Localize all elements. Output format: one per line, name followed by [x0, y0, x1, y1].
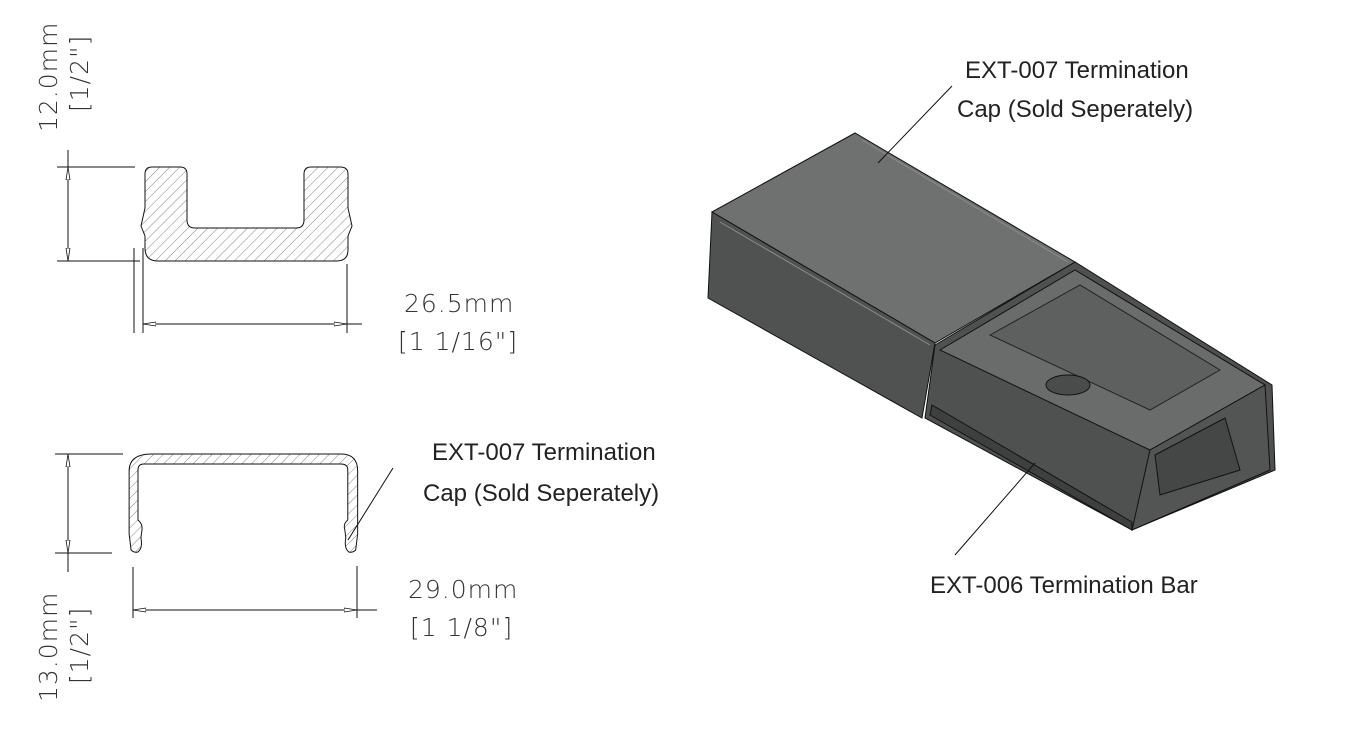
cap-width-dimension	[132, 566, 377, 618]
cap-height-dimension	[55, 453, 123, 572]
cap-profile-callout-line2: Cap (Sold Seperately)	[423, 480, 659, 507]
cap-iso-callout-line1: EXT-007 Termination	[965, 57, 1189, 84]
cap-profile-callout-line1: EXT-007 Termination	[432, 439, 656, 466]
bar-height-dimension	[57, 150, 140, 262]
bar-width-mm: 26.5mm	[404, 289, 514, 318]
bar-iso-leader	[954, 462, 1036, 556]
cap-iso-callout-line2: Cap (Sold Seperately)	[957, 96, 1193, 123]
bar-width-in: [1 1/16"]	[398, 327, 518, 356]
bar-width-dimension	[133, 248, 362, 333]
bar-height-mm: 12.0mm	[34, 22, 63, 132]
cap-width-in: [1 1/8"]	[410, 613, 513, 642]
cap-profile-leader	[347, 467, 394, 541]
cap-iso-leader	[877, 85, 953, 164]
isometric-assembly	[707, 132, 1276, 531]
cap-profile-section	[128, 453, 359, 553]
cap-height-mm: 13.0mm	[34, 592, 63, 702]
cap-height-in: [1/2"]	[65, 607, 94, 684]
bar-profile-section	[140, 166, 353, 262]
bar-iso-callout: EXT-006 Termination Bar	[930, 572, 1198, 599]
bar-height-in: [1/2"]	[65, 35, 94, 112]
cap-width-mm: 29.0mm	[408, 575, 518, 604]
